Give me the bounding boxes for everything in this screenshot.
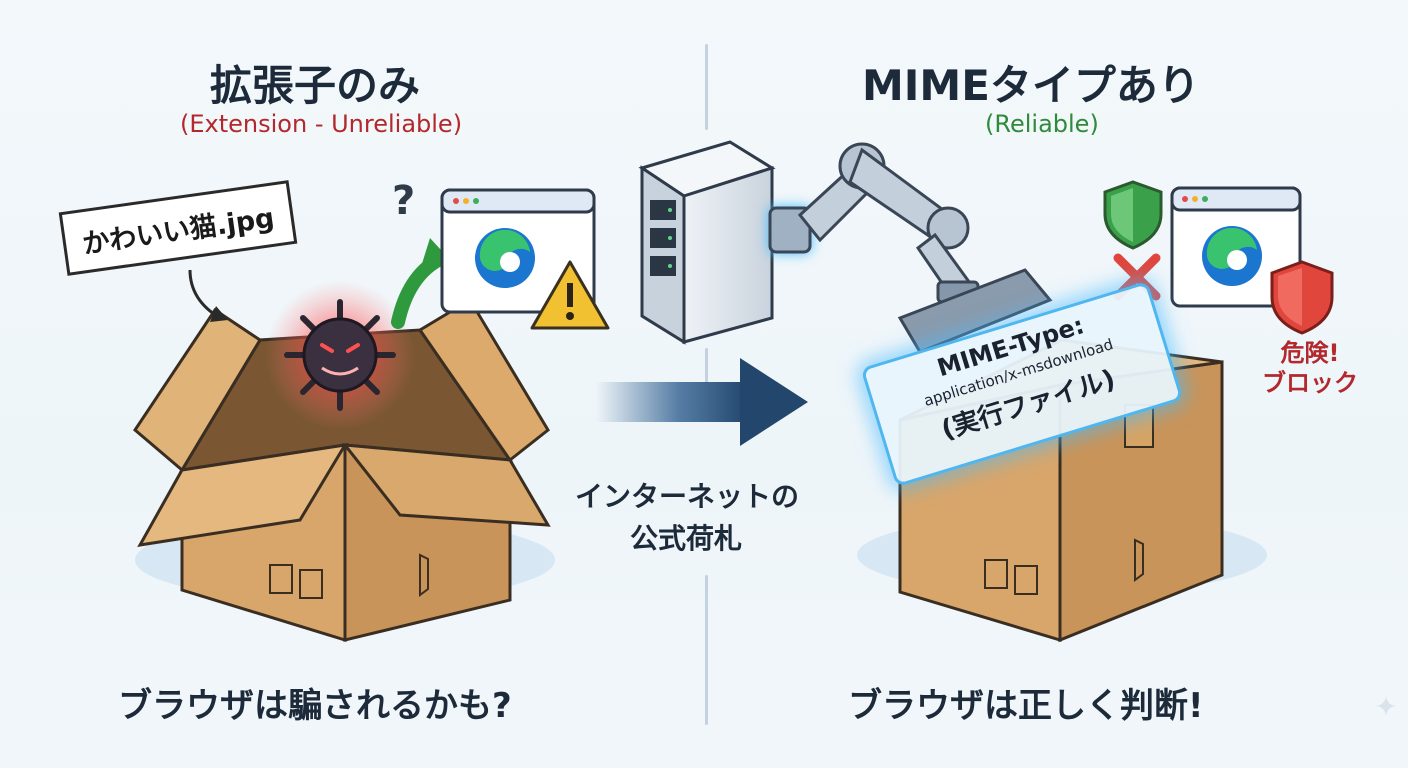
right-caption: ブラウザは正しく判断! <box>848 686 1204 726</box>
left-caption: ブラウザは騙されるかも? <box>118 686 512 726</box>
virus-icon <box>265 280 415 430</box>
danger-line: 危険! <box>1280 339 1340 367</box>
green-arrow-icon <box>391 253 445 329</box>
center-divider-mid <box>705 348 708 384</box>
block-line: ブロック <box>1262 369 1358 397</box>
green-shield-icon <box>1103 180 1163 250</box>
transit-arrow <box>596 358 808 446</box>
red-shield-icon <box>1270 260 1334 335</box>
danger-block-text: 危険! ブロック <box>1262 338 1358 398</box>
right-title: MIMEタイプあり <box>862 61 1200 110</box>
robot-arm-icon <box>768 142 1053 354</box>
center-divider-top <box>705 44 708 130</box>
sparkle-icon <box>1376 696 1396 716</box>
server-icon <box>638 140 776 345</box>
left-browser-window <box>440 188 596 314</box>
center-label-line1: インターネットの <box>575 480 800 513</box>
center-divider-bottom <box>705 575 708 725</box>
right-browser-window <box>1170 186 1302 308</box>
warning-triangle-icon <box>530 260 610 330</box>
question-mark-icon: ? <box>392 178 416 224</box>
center-label-line2: 公式荷札 <box>630 522 743 555</box>
right-subtitle: (Reliable) <box>985 110 1099 138</box>
left-title: 拡張子のみ <box>210 61 421 110</box>
left-subtitle: (Extension - Unreliable) <box>180 110 463 138</box>
